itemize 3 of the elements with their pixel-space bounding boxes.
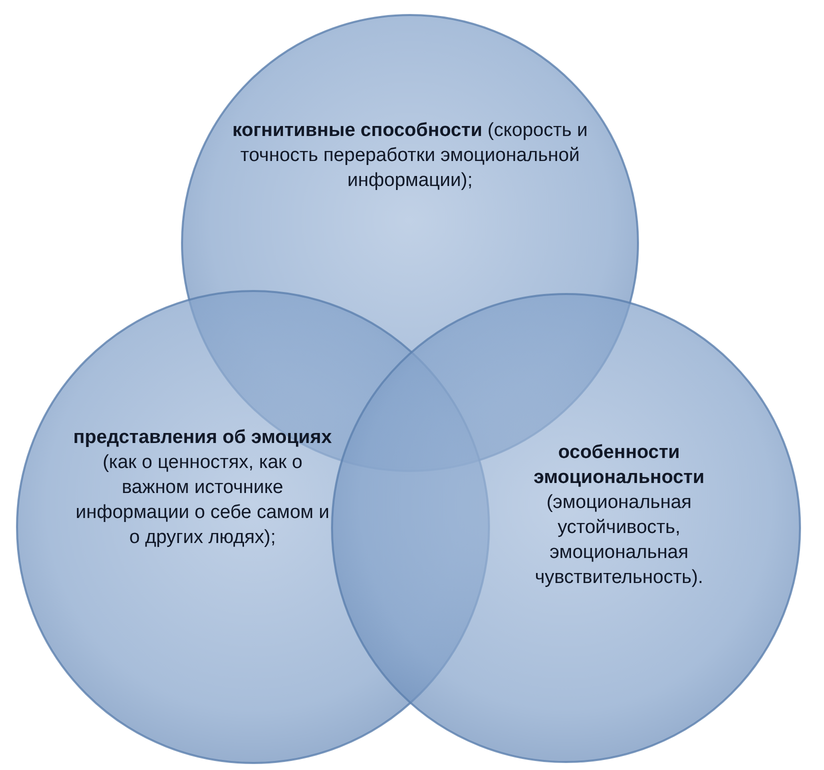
circle-text: когнитивные способности (скорость и точность переработки эмоциональной информации);	[231, 119, 589, 194]
circle-text: особенности эмоциональности (эмоциональная устойчивость, эмоциональная чувствительность).	[532, 441, 706, 590]
circle-text: представления об эмоциях (как о ценностях, как о важном источнике информации о себе самом и о других людях);	[72, 426, 333, 550]
